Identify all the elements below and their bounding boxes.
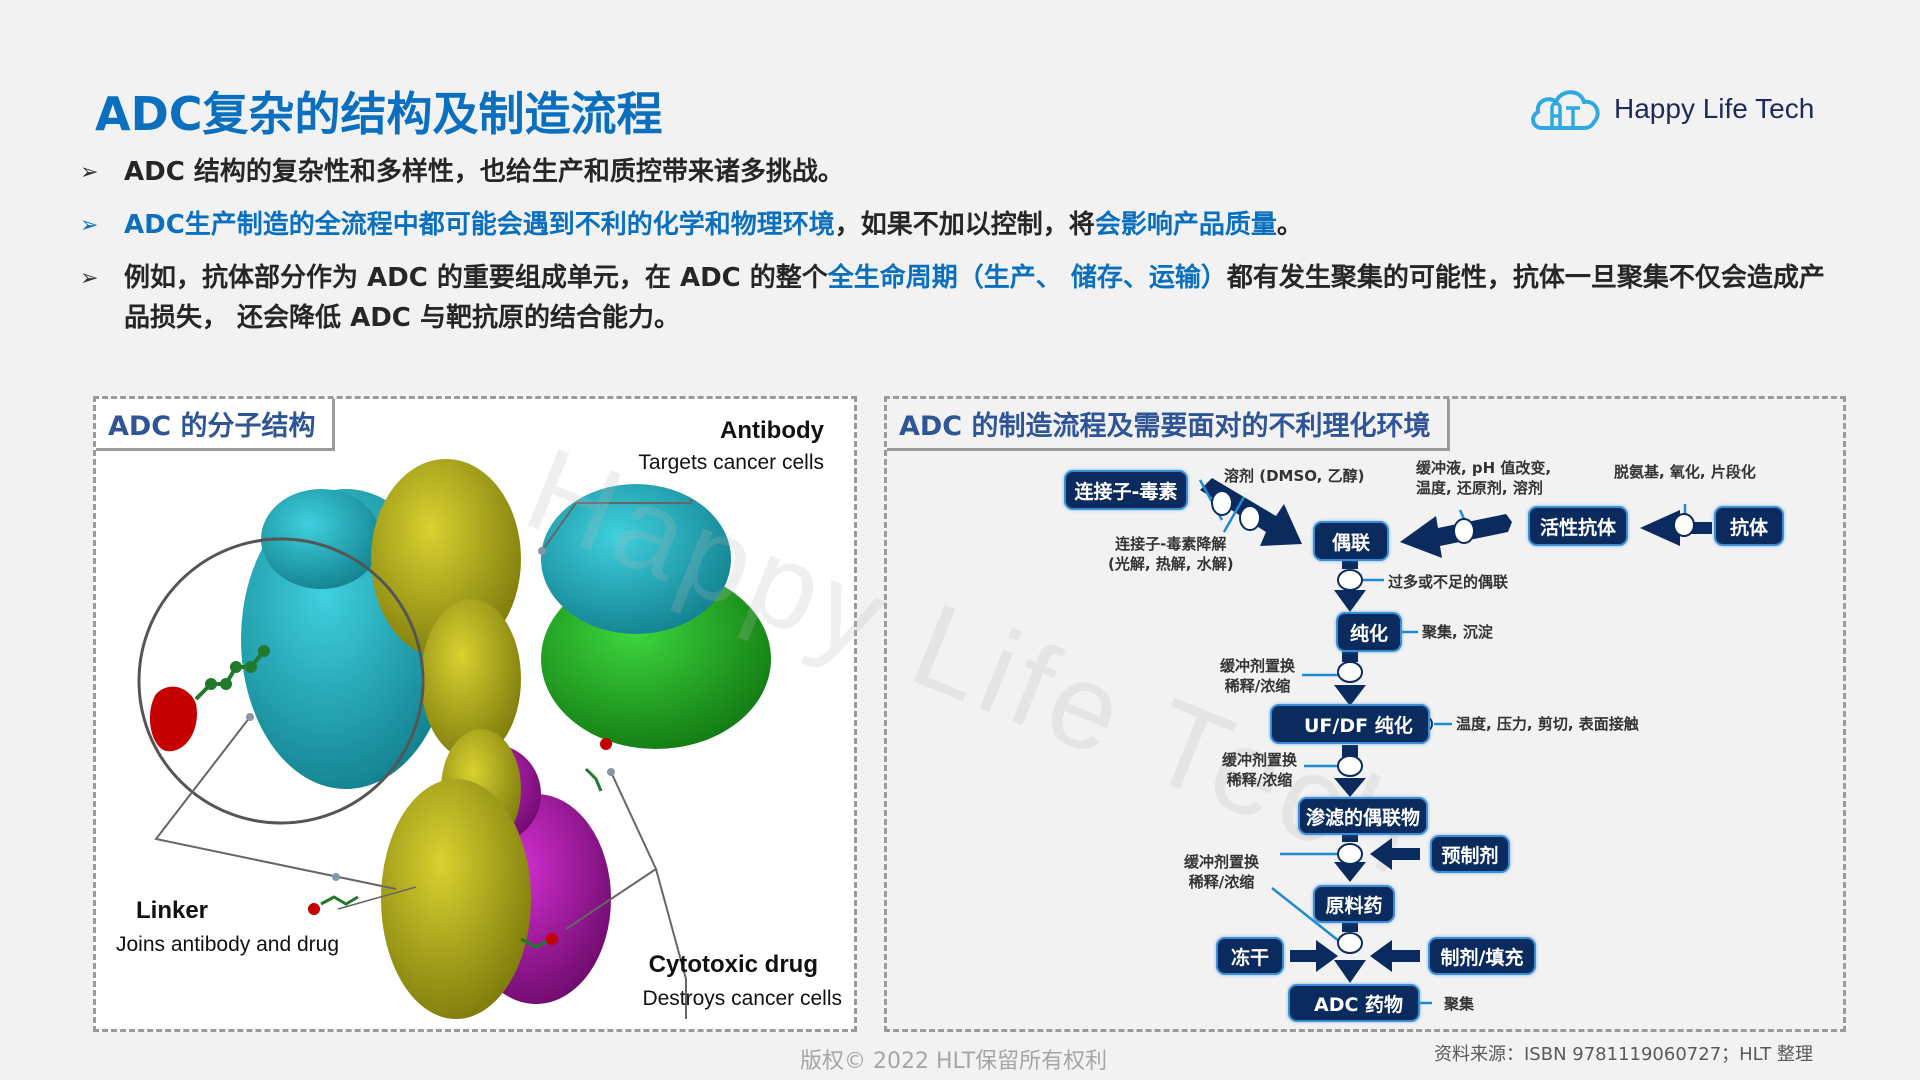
bullet-item: ➢ 例如，抗体部分作为 ADC 的重要组成单元，在 ADC 的整个全生命周期（生… bbox=[80, 258, 1850, 338]
node-premix: 预制剂 bbox=[1430, 835, 1510, 873]
node-purification: 纯化 bbox=[1336, 612, 1402, 652]
cloud-logo-icon bbox=[1531, 90, 1600, 130]
bullet-text: ADC生产制造的全流程中都可能会遇到不利的化学和物理环境，如果不加以控制，将会影… bbox=[124, 205, 1303, 246]
bullet-list: ➢ ADC 结构的复杂性和多样性，也给生产和质控带来诸多挑战。 ➢ ADC生产制… bbox=[80, 152, 1850, 350]
antibody-label: Antibody Targets cancer cells bbox=[638, 417, 824, 475]
drug-description: Destroys cancer cells bbox=[642, 987, 842, 1010]
note-buffer-exchange-a: 缓冲剂置换 稀释/浓缩 bbox=[1220, 656, 1295, 696]
page-title: ADC复杂的结构及制造流程 bbox=[95, 87, 663, 141]
adc-molecule-illustration bbox=[137, 459, 771, 1019]
note-buffer-exchange-c: 缓冲剂置换 稀释/浓缩 bbox=[1184, 852, 1259, 892]
arrow-bullet-icon: ➢ bbox=[80, 160, 99, 185]
note-line: 温度, 还原剂, 溶剂 bbox=[1416, 479, 1543, 497]
source-text: 资料来源：ISBN 9781119060727；HLT 整理 bbox=[1434, 1044, 1813, 1065]
linker-description: Joins antibody and drug bbox=[116, 933, 339, 956]
note-buffer-exchange-b: 缓冲剂置换 稀释/浓缩 bbox=[1222, 750, 1297, 790]
drug-heading: Cytotoxic drug bbox=[648, 951, 818, 978]
note-final-aggregation: 聚集 bbox=[1444, 995, 1475, 1013]
bullet-text-part: 都有发生聚集的可能性，抗体一旦聚集不仅会造成产品损失， 还会降低 ADC 与靶抗… bbox=[124, 263, 1825, 333]
linker-label: Linker Joins antibody and drug bbox=[116, 897, 339, 957]
node-drug-substance: 原料药 bbox=[1313, 885, 1395, 923]
node-adc-drug: ADC 药物 bbox=[1288, 984, 1420, 1022]
antibody-description: Targets cancer cells bbox=[638, 451, 824, 474]
molecular-structure-panel: ADC 的分子结构 bbox=[93, 396, 857, 1032]
linker-heading: Linker bbox=[136, 897, 209, 924]
node-linker-toxin: 连接子-毒素 bbox=[1064, 470, 1188, 510]
note-line: (光解, 热解, 水解) bbox=[1108, 555, 1234, 573]
antibody-heading: Antibody bbox=[720, 417, 824, 444]
note-line: 缓冲液, pH 值改变, bbox=[1416, 459, 1552, 477]
logo: Happy Life Tech bbox=[1528, 86, 1814, 132]
note-line: 缓冲剂置换 bbox=[1184, 853, 1260, 871]
panel-title: ADC 的制造流程及需要面对的不利理化环境 bbox=[887, 399, 1450, 451]
node-antibody: 抗体 bbox=[1714, 506, 1784, 546]
logo-text: Happy Life Tech bbox=[1614, 93, 1815, 124]
note-line: 稀释/浓缩 bbox=[1188, 873, 1255, 891]
bullet-text-part: 例如，抗体部分作为 ADC 的重要组成单元，在 ADC 的整个 bbox=[124, 263, 828, 293]
bullet-text: 例如，抗体部分作为 ADC 的重要组成单元，在 ADC 的整个全生命周期（生产、… bbox=[124, 258, 1850, 338]
note-buffer-change: 缓冲液, pH 值改变, 温度, 还原剂, 溶剂 bbox=[1416, 458, 1551, 498]
note-over-under-conjugation: 过多或不足的偶联 bbox=[1388, 573, 1509, 591]
note-linker-degradation: 连接子-毒素降解 (光解, 热解, 水解) bbox=[1108, 534, 1234, 574]
arrow-bullet-icon: ➢ bbox=[80, 213, 99, 238]
arrow-bullet-icon: ➢ bbox=[80, 266, 99, 291]
note-line: 稀释/浓缩 bbox=[1224, 677, 1291, 695]
note-line: 缓冲剂置换 bbox=[1222, 751, 1298, 769]
bullet-text-part: ，如果不加以控制，将 bbox=[834, 210, 1095, 240]
bullet-text: ADC 结构的复杂性和多样性，也给生产和质控带来诸多挑战。 bbox=[124, 152, 844, 193]
node-ufdf-purification: UF/DF 纯化 bbox=[1270, 704, 1430, 744]
node-formulation-fill: 制剂/填充 bbox=[1428, 937, 1536, 975]
node-active-antibody: 活性抗体 bbox=[1528, 506, 1628, 546]
bullet-text-highlight: 会影响产品质量 bbox=[1094, 210, 1277, 240]
bullet-text-highlight: 全生命周期（生产、 储存、运输） bbox=[827, 263, 1227, 293]
note-antibody-modification: 脱氨基, 氧化, 片段化 bbox=[1614, 463, 1756, 481]
note-aggregation-precipitation: 聚集, 沉淀 bbox=[1422, 623, 1493, 641]
node-filtered-conjugate: 渗滤的偶联物 bbox=[1298, 797, 1428, 835]
panel-title: ADC 的分子结构 bbox=[96, 399, 335, 451]
node-lyophilization: 冻干 bbox=[1216, 937, 1284, 975]
note-solvent: 溶剂 (DMSO, 乙醇) bbox=[1224, 467, 1365, 485]
bullet-text-part: 。 bbox=[1276, 210, 1303, 240]
note-ufdf-stress: 温度, 压力, 剪切, 表面接触 bbox=[1456, 715, 1639, 733]
bullet-text-part: ADC 结构的复杂性和多样性，也给生产和质控带来诸多挑战。 bbox=[124, 157, 844, 187]
cytotoxic-drug-label: Cytotoxic drug Destroys cancer cells bbox=[642, 951, 842, 1011]
bullet-text-highlight: ADC生产制造的全流程中都可能会遇到不利的化学和物理环境 bbox=[124, 210, 835, 240]
note-line: 稀释/浓缩 bbox=[1226, 771, 1293, 789]
copyright-text: 版权© 2022 HLT保留所有权利 bbox=[800, 1049, 1108, 1074]
bullet-item: ➢ ADC生产制造的全流程中都可能会遇到不利的化学和物理环境，如果不加以控制，将… bbox=[80, 205, 1850, 246]
note-line: 缓冲剂置换 bbox=[1220, 657, 1296, 675]
node-conjugation: 偶联 bbox=[1313, 521, 1389, 561]
note-line: 连接子-毒素降解 bbox=[1115, 535, 1227, 553]
bullet-item: ➢ ADC 结构的复杂性和多样性，也给生产和质控带来诸多挑战。 bbox=[80, 152, 1850, 193]
